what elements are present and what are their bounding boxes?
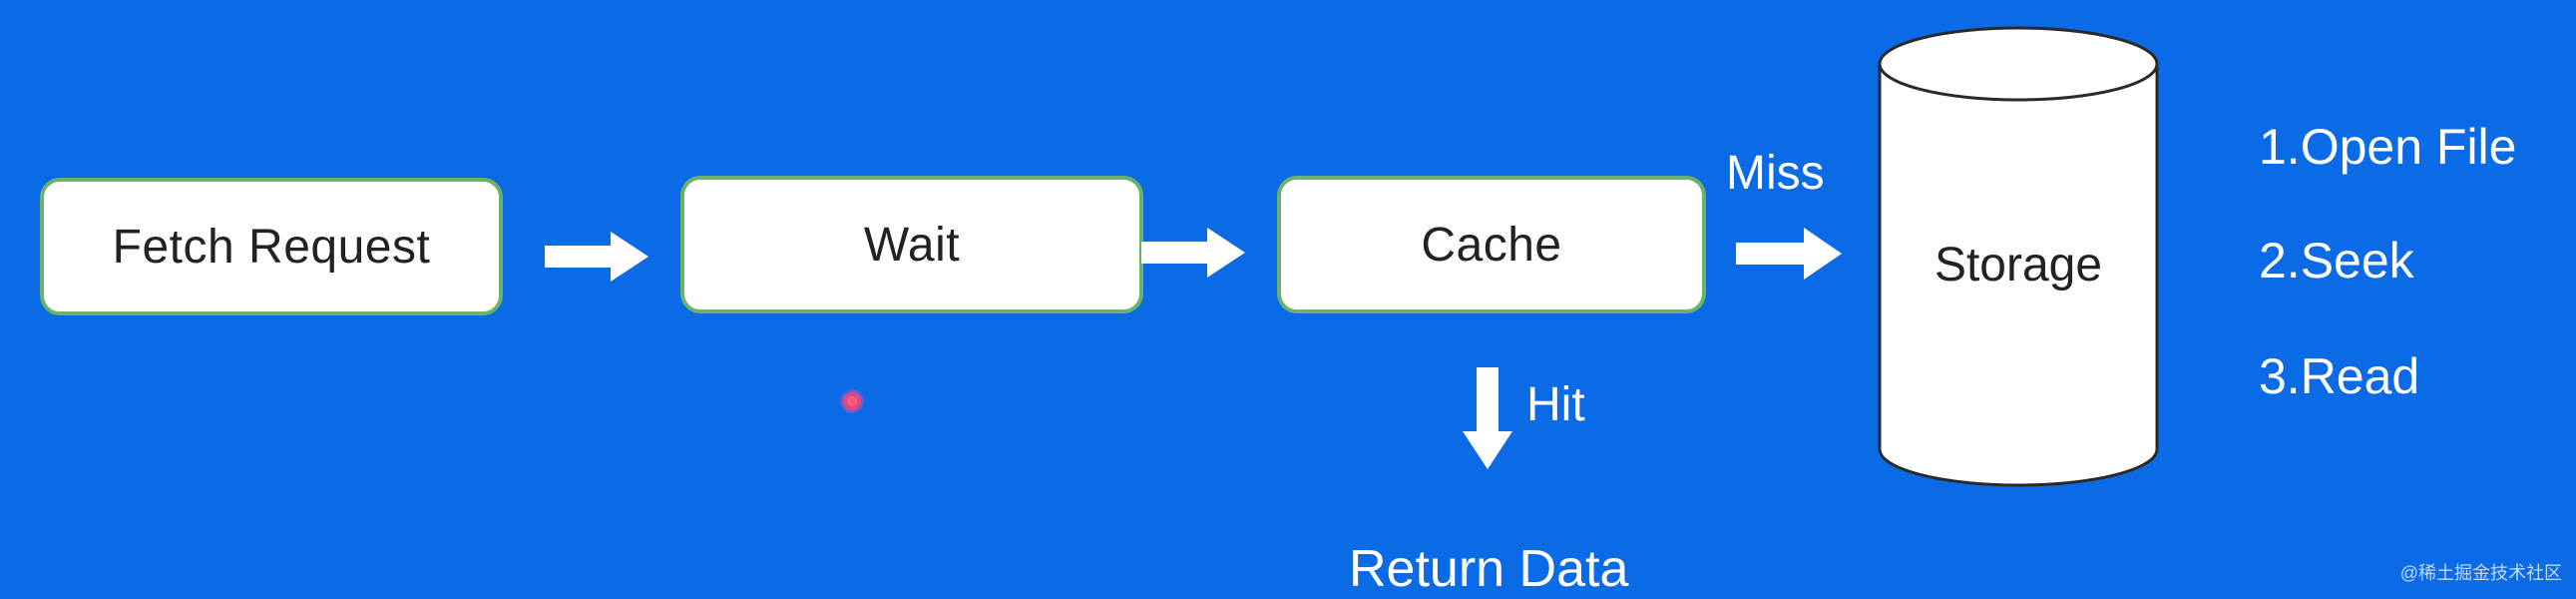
arrow-cache-to-storage [1736, 228, 1842, 280]
storage-cylinder [1878, 26, 2159, 487]
storage-label: Storage [1933, 239, 2103, 292]
fetch-request-node: Fetch Request [40, 178, 503, 315]
arrow-cache-to-return [1463, 367, 1512, 469]
cache-node: Cache [1277, 176, 1706, 313]
fetch-request-label: Fetch Request [112, 220, 431, 274]
watermark-text: @稀土掘金技术社区 [2399, 563, 2562, 583]
step-read: 3.Read [2259, 348, 2420, 404]
arrow-wait-to-cache [1141, 228, 1245, 278]
step-open-file: 1.Open File [2259, 119, 2517, 175]
wait-label: Wait [863, 219, 961, 272]
wait-node: Wait [680, 176, 1143, 313]
pointer-cursor-icon [840, 389, 864, 413]
arrow-fetch-to-wait [545, 232, 648, 282]
step-seek: 2.Seek [2259, 233, 2414, 289]
miss-label: Miss [1726, 147, 1825, 200]
return-data-label: Return Data [1349, 540, 1629, 598]
cache-label: Cache [1421, 219, 1562, 272]
hit-label: Hit [1526, 378, 1585, 431]
